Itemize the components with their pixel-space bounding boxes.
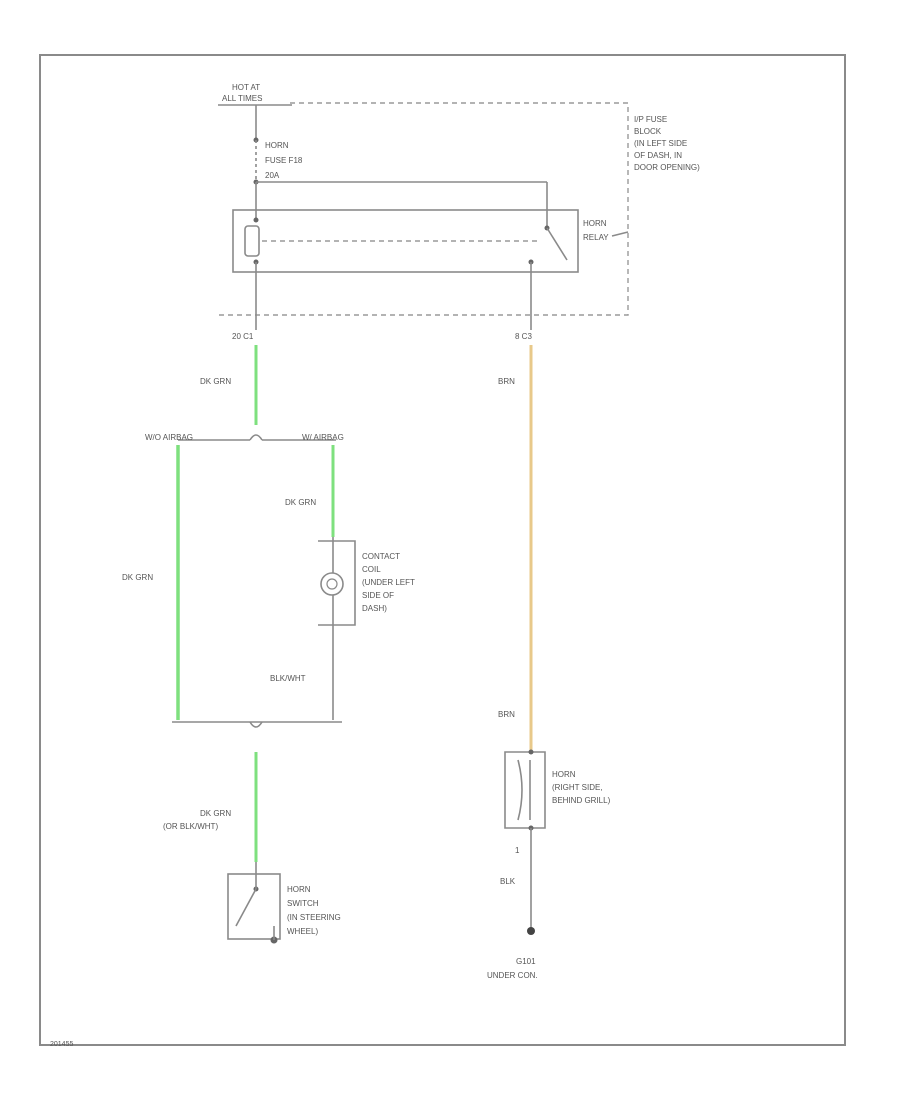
ground-icon <box>527 927 535 935</box>
power-source-label-1: HOT AT <box>232 83 260 92</box>
horn-label-1: HORN <box>552 770 576 779</box>
dk-grn-wire-label-1: DK GRN <box>200 377 231 386</box>
connector-c1-label: 20 C1 <box>232 332 254 341</box>
relay-label-1: HORN <box>583 219 607 228</box>
horn-switch-label-2: SWITCH <box>287 899 319 908</box>
horn-switch-label-4: WHEEL) <box>287 927 318 936</box>
horn-label-2: (RIGHT SIDE, <box>552 783 603 792</box>
horn-switch-contact <box>235 888 257 927</box>
horn-label-3: BEHIND GRILL) <box>552 796 611 805</box>
relay-coil <box>244 225 260 257</box>
ground-label-1: G101 <box>516 957 536 966</box>
blk-wire-label: BLK <box>500 877 516 886</box>
contact-coil-bracket <box>340 540 356 626</box>
horn-icon <box>517 759 531 821</box>
horn-terminal-top <box>528 749 534 755</box>
fuse-block-label-2: BLOCK <box>634 127 662 136</box>
horn-switch-label-1: HORN <box>287 885 311 894</box>
with-airbag-label: W/ AIRBAG <box>302 433 344 442</box>
splice-bar-jump <box>249 434 263 441</box>
dk-grn-wire-label-2: DK GRN <box>122 573 153 582</box>
contact-coil-label-5: DASH) <box>362 604 387 613</box>
fuse-block-label-5: DOOR OPENING) <box>634 163 700 172</box>
fuse-block-outline <box>215 102 629 316</box>
without-airbag-label: W/O AIRBAG <box>145 433 193 442</box>
fuse-label-3: 20A <box>265 171 280 180</box>
contact-coil-symbol-icon <box>320 572 344 596</box>
relay-label-leader <box>611 231 629 237</box>
fuse-label-1: HORN <box>265 141 289 150</box>
bottom-splice-tick <box>249 721 263 728</box>
contact-coil-label-4: SIDE OF <box>362 591 394 600</box>
ground-label-2: UNDER CON. <box>487 971 538 980</box>
diagram-frame <box>39 54 846 1046</box>
contact-coil-label-3: (UNDER LEFT <box>362 578 415 587</box>
fuse-label-2: FUSE F18 <box>265 156 303 165</box>
blk-wht-wire-label: BLK/WHT <box>270 674 306 683</box>
relay-label-2: RELAY <box>583 233 609 242</box>
horn-relay-box <box>232 209 579 273</box>
dk-grn-bottom-label-1: DK GRN <box>200 809 231 818</box>
contact-coil-label-2: COIL <box>362 565 381 574</box>
fuse-block-label-1: I/P FUSE <box>634 115 667 124</box>
fuse-block-label-4: OF DASH, IN <box>634 151 682 160</box>
brn-wire-label-bottom: BRN <box>498 710 515 719</box>
horn-switch-label-3: (IN STEERING <box>287 913 341 922</box>
fuse-block-label-3: (IN LEFT SIDE <box>634 139 687 148</box>
dk-grn-bottom-label-2: (OR BLK/WHT) <box>163 822 218 831</box>
horn-switch-box <box>227 873 281 940</box>
connector-c3-label: 8 C3 <box>515 332 532 341</box>
figure-id: 201455 <box>50 1041 73 1048</box>
horn-pin-label: 1 <box>515 846 520 855</box>
dk-grn-wire-label-3: DK GRN <box>285 498 316 507</box>
contact-coil-label-1: CONTACT <box>362 552 400 561</box>
power-source-label-2: ALL TIMES <box>222 94 262 103</box>
horn-body <box>504 751 546 829</box>
relay-coil-terminal-top <box>253 217 259 223</box>
brn-wire-label-top: BRN <box>498 377 515 386</box>
relay-switch-contact <box>546 227 568 261</box>
contact-coil-symbol-inner <box>326 578 338 590</box>
